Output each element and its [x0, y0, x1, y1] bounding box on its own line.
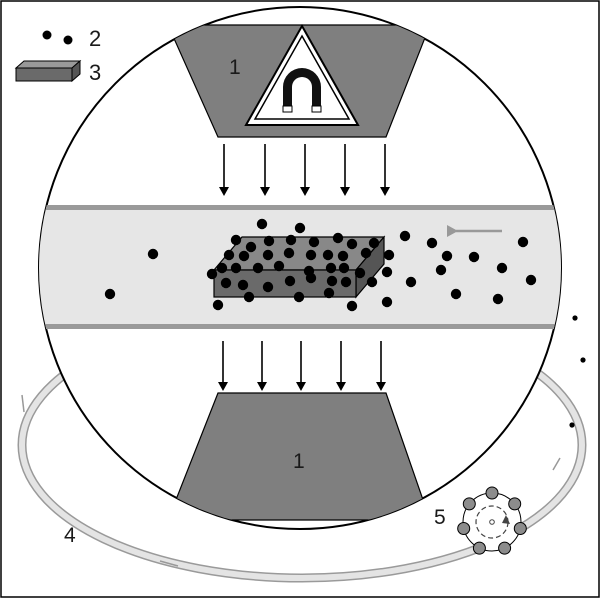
channel-wall-bottom	[39, 324, 561, 329]
particle-dot	[262, 281, 274, 293]
particle-dot	[405, 276, 417, 288]
particle-dot	[426, 237, 438, 249]
label-loop: 4	[64, 524, 76, 547]
particle-dot	[293, 291, 305, 303]
particle-dot	[366, 276, 378, 288]
particle-dot	[206, 268, 218, 280]
legend-particle-icon	[42, 30, 52, 40]
particle-dot	[441, 250, 453, 262]
label-pump: 5	[434, 506, 446, 529]
particle-dot	[263, 235, 275, 247]
pump-icon	[457, 486, 527, 555]
particle-dot	[381, 266, 393, 278]
pump-rollers	[457, 486, 527, 555]
pump-roller	[513, 522, 527, 535]
particle-dot	[216, 262, 228, 274]
particle-dot	[332, 232, 344, 244]
particle-dot	[338, 262, 350, 274]
particle-dot	[326, 275, 338, 287]
particle-dot	[284, 275, 296, 287]
particle-dot	[360, 247, 372, 259]
particle-dot	[346, 238, 358, 250]
particles-group	[104, 218, 537, 312]
particle-dot	[517, 236, 529, 248]
matrix-block	[212, 235, 386, 299]
legend: 2 3	[14, 26, 101, 85]
tube-particle	[569, 422, 575, 428]
particle-dot	[308, 236, 320, 248]
particle-dot	[283, 247, 295, 259]
pump-roller	[508, 497, 522, 511]
particle-dot	[294, 222, 306, 234]
particle-dot	[340, 276, 352, 288]
pump-roller	[485, 486, 499, 500]
tube-flow-arrow-left	[21, 394, 25, 413]
particle-dot	[245, 241, 257, 253]
particle-dot	[525, 274, 537, 286]
particle-dot	[323, 287, 335, 299]
legend-particle-icon	[63, 35, 73, 45]
particle-dot	[346, 300, 358, 312]
particle-dot	[104, 288, 116, 300]
particle-dot	[383, 249, 395, 261]
particle-dot	[354, 267, 366, 279]
particle-dot	[262, 249, 274, 261]
tube-flow-arrow-right	[552, 457, 561, 471]
particle-dot	[223, 249, 235, 261]
tube-flow-arrow-bottom	[159, 560, 179, 567]
particle-dot	[381, 296, 393, 308]
particle-dot	[322, 249, 334, 261]
particle-dot	[220, 277, 232, 289]
pump-roller	[498, 541, 512, 555]
particle-dot	[243, 291, 255, 303]
particle-dot	[285, 234, 297, 246]
particle-dot	[147, 248, 159, 260]
particle-dot	[230, 262, 242, 274]
field-arrows-bottom	[218, 341, 386, 391]
pump-roller	[462, 497, 476, 511]
label-top-pole: 1	[229, 56, 241, 79]
tube-particle	[572, 315, 578, 321]
particle-dot	[212, 299, 224, 311]
particle-dot	[325, 262, 337, 274]
particle-dot	[435, 264, 447, 276]
field-arrows-top	[219, 144, 390, 196]
particle-dot	[238, 250, 250, 262]
legend-matrix-icon	[14, 59, 82, 83]
pump-roller	[457, 522, 471, 535]
particle-dot	[450, 288, 462, 300]
legend-label-matrix: 3	[89, 60, 101, 85]
particle-dot	[305, 272, 317, 284]
magnet-warning-sign-icon	[244, 23, 360, 126]
label-bottom-pole: 1	[293, 450, 305, 473]
particle-dot	[496, 262, 508, 274]
particle-dot	[273, 260, 285, 272]
channel-wall-top	[39, 205, 561, 210]
pump-roller	[472, 541, 486, 555]
particle-dot	[337, 250, 349, 262]
particle-dot	[492, 293, 504, 305]
particle-dot	[399, 230, 411, 242]
particle-dot	[252, 262, 264, 274]
tube-particle	[580, 357, 586, 363]
particle-dot	[305, 249, 317, 261]
particle-dot	[237, 279, 249, 291]
particle-dot	[230, 234, 242, 246]
particle-dot	[256, 218, 268, 230]
legend-label-particles: 2	[89, 26, 101, 51]
particle-dot	[468, 251, 480, 263]
particle-dot	[368, 237, 380, 249]
